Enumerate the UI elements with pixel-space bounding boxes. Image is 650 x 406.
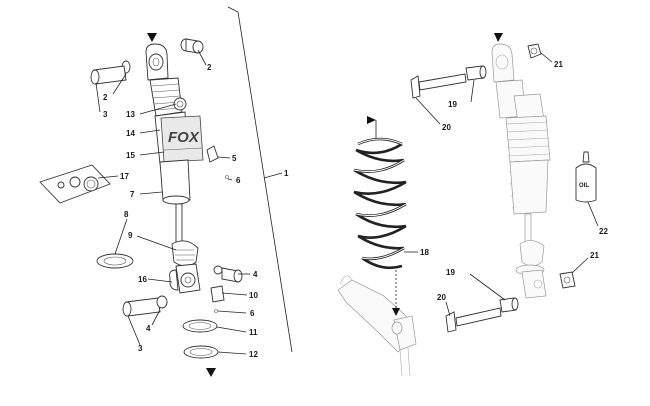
callout-21-bottom: 21: [590, 251, 599, 260]
reference-arrow-spring: [367, 116, 376, 124]
leader-lines-left: [95, 49, 250, 355]
callout-19-bottom: 19: [446, 268, 455, 277]
suspension-arm-ghost: [337, 270, 417, 377]
reference-arrow-top: [147, 33, 157, 42]
callout-21-top: 21: [554, 60, 563, 69]
callout-16: 16: [138, 275, 147, 284]
fox-logo-text: FOX: [168, 129, 200, 146]
callout-labels: 2 2 3 13 14 15 5 6 17 7 1 8 9 4 16 10 6 …: [103, 60, 608, 359]
callout-1: 1: [284, 169, 289, 178]
callout-2-left: 2: [103, 93, 108, 102]
oil-label: OIL: [579, 183, 589, 189]
reference-arrow-bottom: [206, 368, 216, 377]
callout-12: 12: [249, 350, 258, 359]
coil-spring: [353, 116, 407, 270]
right-hardware: OIL: [410, 43, 599, 333]
callout-8: 8: [124, 210, 129, 219]
callout-7: 7: [130, 190, 135, 199]
callout-3-bottom: 3: [138, 344, 143, 353]
callout-4-left: 4: [146, 324, 151, 333]
callout-22: 22: [599, 227, 608, 236]
callout-15: 15: [126, 151, 135, 160]
callout-20-bottom: 20: [437, 293, 446, 302]
callout-6-bottom: 6: [250, 309, 255, 318]
callout-14: 14: [126, 129, 135, 138]
callout-3-top: 3: [103, 110, 108, 119]
callout-4-right: 4: [253, 270, 258, 279]
callout-20-top: 20: [442, 123, 451, 132]
callout-6-top: 6: [236, 176, 241, 185]
callout-18: 18: [420, 248, 429, 257]
callout-13: 13: [126, 110, 135, 119]
reference-arrow-right-top: [494, 33, 503, 42]
callout-11: 11: [249, 328, 258, 337]
callout-10: 10: [249, 291, 258, 300]
callout-2-top: 2: [207, 63, 212, 72]
bumper-texture: [175, 249, 195, 261]
callout-9: 9: [128, 231, 133, 240]
exploded-shock-assembly: FOX: [39, 6, 293, 377]
callout-19-top: 19: [448, 100, 457, 109]
assembled-shock: [491, 33, 551, 299]
assembly-bracket: [227, 6, 293, 353]
callout-5: 5: [232, 154, 237, 163]
callout-17: 17: [120, 172, 129, 181]
